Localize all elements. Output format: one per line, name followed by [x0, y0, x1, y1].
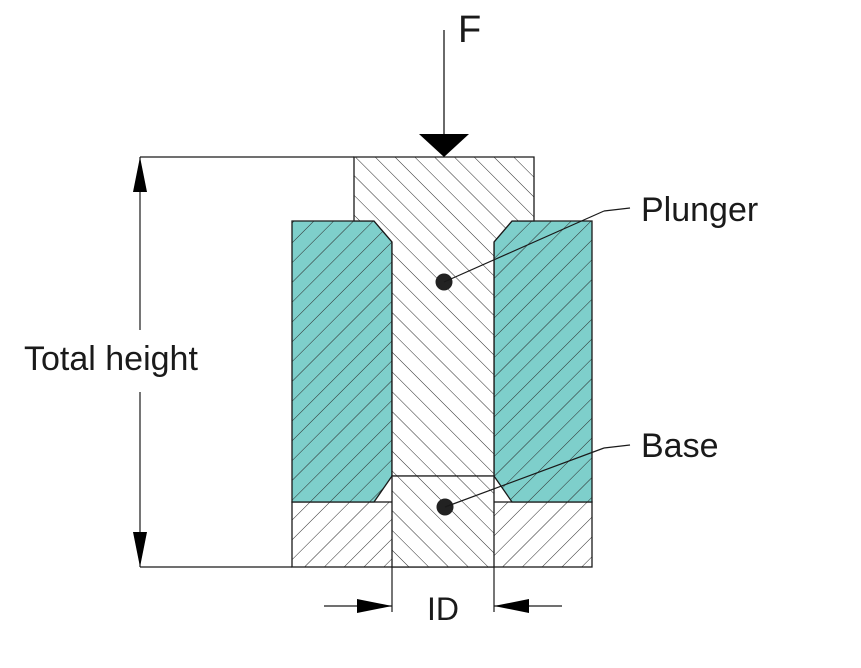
die-sleeve-right	[493, 220, 593, 503]
total-height-dimension	[133, 156, 354, 568]
die-sleeve-left	[291, 220, 393, 503]
arrow-up-icon	[133, 157, 147, 192]
force-label: F	[458, 9, 481, 51]
plunger-label: Plunger	[641, 191, 758, 229]
arrow-down-icon	[133, 532, 147, 567]
plunger	[353, 156, 535, 477]
plunger-callout	[435, 207, 631, 291]
base-punch	[391, 475, 495, 568]
arrow-right-icon	[357, 599, 392, 613]
id-dimension	[324, 567, 562, 613]
base-callout	[436, 444, 631, 516]
base-label: Base	[641, 427, 719, 465]
arrow-left-icon	[494, 599, 529, 613]
force-arrow	[419, 30, 469, 157]
id-label: ID	[427, 591, 459, 627]
total-height-label: Total height	[24, 340, 198, 378]
